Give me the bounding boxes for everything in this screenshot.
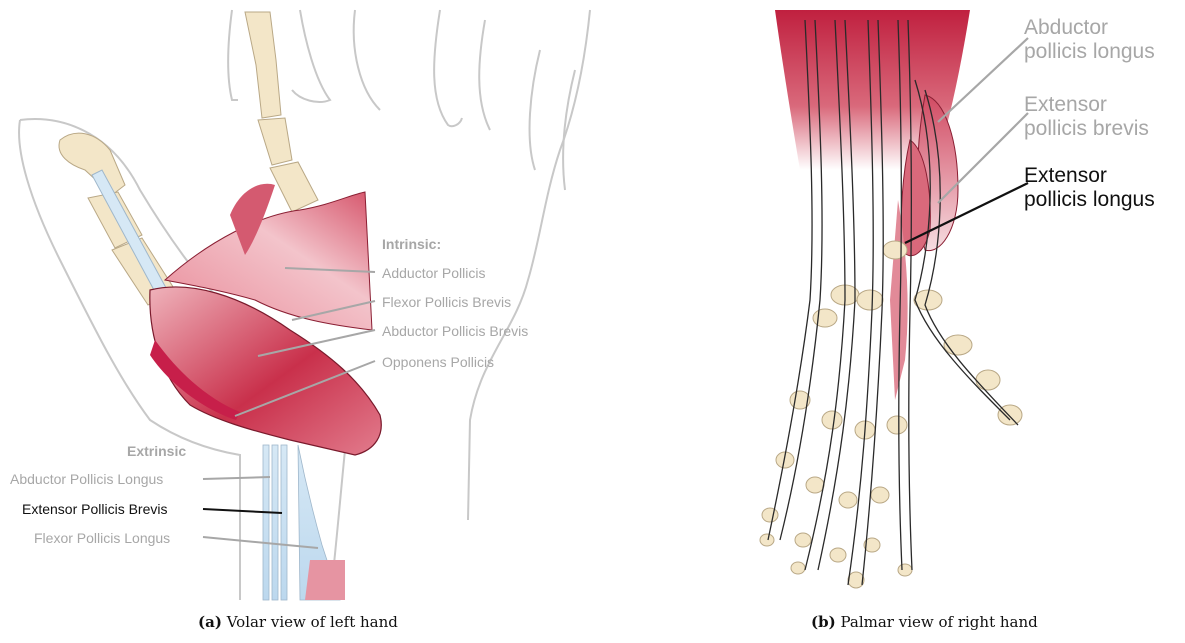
caption-b-text: Palmar view of right hand xyxy=(840,613,1037,631)
label-flexor-pollicis-brevis: Flexor Pollicis Brevis xyxy=(382,294,511,310)
extrinsic-heading: Extrinsic xyxy=(127,443,186,459)
label-abductor-pollicis-longus: Abductor Pollicis Longus xyxy=(10,471,163,487)
leader-extensor-brevis xyxy=(203,509,282,513)
label-abductor-line1: Abductor xyxy=(1024,16,1155,40)
label-abductor-pollicis-brevis: Abductor Pollicis Brevis xyxy=(382,323,528,339)
extrinsic-tendons xyxy=(263,445,345,600)
caption-a-text: Volar view of left hand xyxy=(227,613,398,631)
intrinsic-heading: Intrinsic: xyxy=(382,236,441,252)
label-abductor-line2: pollicis longus xyxy=(1024,40,1155,64)
leader-abductor-longus xyxy=(203,477,270,479)
label-abductor-pollicis-longus-b: Abductor pollicis longus xyxy=(1024,16,1155,64)
label-adductor-pollicis: Adductor Pollicis xyxy=(382,265,486,281)
caption-a-tag: (a) xyxy=(198,613,222,631)
label-extensor-pollicis-brevis: Extensor Pollicis Brevis xyxy=(22,501,168,517)
label-ext-brevis-line2: pollicis brevis xyxy=(1024,117,1149,141)
panel-palmar-right-hand: Abductor pollicis longus Extensor pollic… xyxy=(640,0,1185,643)
label-extensor-pollicis-brevis-b: Extensor pollicis brevis xyxy=(1024,93,1149,141)
label-flexor-pollicis-longus: Flexor Pollicis Longus xyxy=(34,530,170,546)
label-extensor-pollicis-longus-b: Extensor pollicis longus xyxy=(1024,164,1155,212)
label-ext-longus-line1: Extensor xyxy=(1024,164,1155,188)
intrinsic-muscles xyxy=(150,184,381,455)
label-ext-longus-line2: pollicis longus xyxy=(1024,188,1155,212)
label-opponens-pollicis: Opponens Pollicis xyxy=(382,354,494,370)
label-ext-brevis-line1: Extensor xyxy=(1024,93,1149,117)
panel-volar-left-hand: Intrinsic: Adductor Pollicis Flexor Poll… xyxy=(0,0,600,643)
caption-b-tag: (b) xyxy=(811,613,836,631)
caption-b: (b) Palmar view of right hand xyxy=(811,613,1038,631)
volar-hand-illustration xyxy=(0,0,600,643)
caption-a: (a) Volar view of left hand xyxy=(198,613,398,631)
